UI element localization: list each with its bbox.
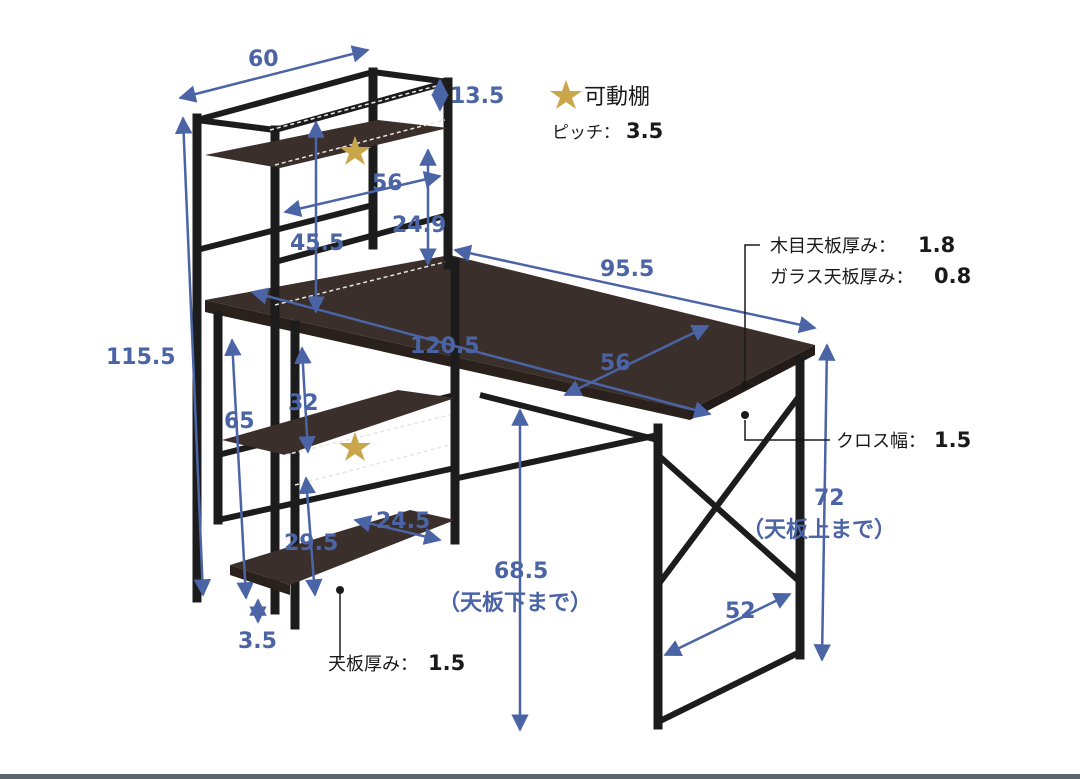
dim-shelf-depth-top: 56 (372, 171, 403, 196)
callout-cross-label: クロス幅： (836, 431, 926, 452)
dim-lower-height: 65 (224, 409, 255, 434)
dim-desk-height-note: （天板上まで） (742, 518, 896, 543)
dim-foot-height: 3.5 (238, 629, 277, 654)
dim-lower-gap: 32 (288, 391, 319, 416)
star-icon (550, 80, 582, 109)
bottom-divider (0, 774, 1080, 779)
dim-under-desk-height: 68.5 (494, 559, 548, 584)
legend-pitch-label: ピッチ： (552, 123, 620, 143)
dimension-labels: 60 13.5 56 24.9 45.5 115.5 120.5 95.5 56… (106, 47, 896, 654)
dim-total-height: 115.5 (106, 345, 176, 370)
callouts: 木目天板厚み： 1.8 ガラス天板厚み： 0.8 クロス幅： 1.5 天板厚み：… (328, 233, 971, 675)
legend-star-label: 可動棚 (584, 85, 650, 110)
dim-desk-height: 72 (814, 486, 845, 511)
adjustable-shelf-star-icon (339, 432, 371, 461)
dim-top-width: 60 (248, 47, 279, 72)
callout-shelf-thickness-value: 1.5 (428, 651, 465, 675)
dim-upper-height: 45.5 (290, 231, 344, 256)
dim-under-desk-note: （天板下まで） (438, 591, 592, 616)
dim-desk-width: 120.5 (410, 334, 480, 359)
dim-upper-gap: 24.9 (392, 213, 446, 238)
callout-wood-top-label: 木目天板厚み： (770, 236, 896, 257)
dim-bottom-shelf-depth: 24.5 (376, 509, 430, 534)
callout-wood-top-value: 1.8 (918, 233, 955, 257)
dim-desk-depth: 95.5 (600, 257, 654, 282)
callout-glass-top-value: 0.8 (934, 264, 971, 288)
adjustable-shelf-star-icon (339, 136, 371, 165)
dim-desk-inner-depth: 56 (600, 351, 631, 376)
legend-pitch-value: 3.5 (626, 119, 663, 143)
legend: 可動棚 ピッチ： 3.5 (550, 80, 663, 143)
callout-leaders (339, 244, 830, 660)
shelf-top (205, 120, 448, 168)
shelf-lower (222, 390, 455, 455)
callout-shelf-thickness-label: 天板厚み： (328, 654, 418, 675)
dimension-lines (174, 45, 836, 732)
callout-cross-value: 1.5 (934, 428, 971, 452)
dim-bottom-gap: 29.5 (284, 531, 338, 556)
callout-glass-top-label: ガラス天板厚み： (770, 267, 914, 288)
dim-top-gap: 13.5 (450, 84, 504, 109)
dim-leg-depth: 52 (725, 599, 756, 624)
